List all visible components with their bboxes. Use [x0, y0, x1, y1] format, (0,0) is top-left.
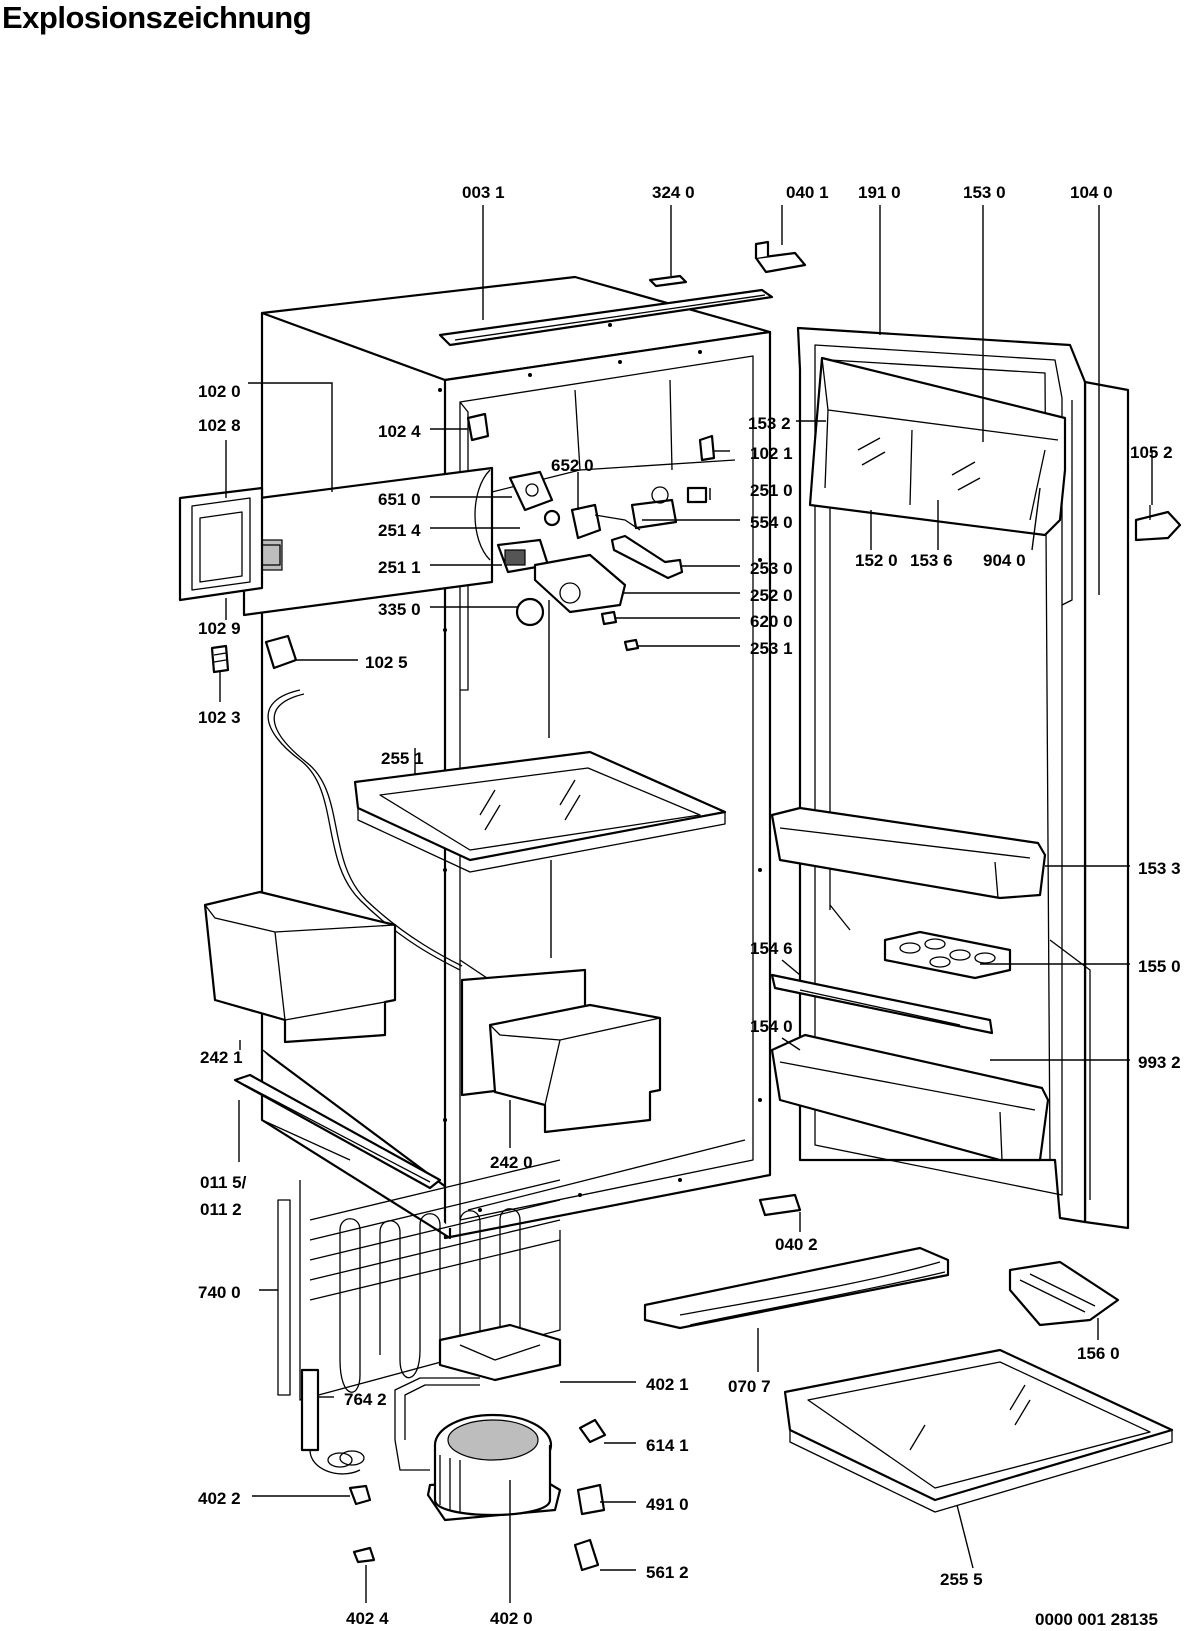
- label-1024: 102 4: [378, 422, 421, 441]
- label-0112: 011 2: [200, 1200, 242, 1219]
- label-0707: 070 7: [728, 1377, 771, 1396]
- label-4022: 402 2: [198, 1489, 241, 1508]
- label-4021: 402 1: [646, 1375, 689, 1394]
- label-7642: 764 2: [344, 1390, 387, 1409]
- label-2420: 242 0: [490, 1153, 533, 1172]
- label-2551: 255 1: [381, 749, 424, 768]
- label-3350: 335 0: [378, 600, 421, 619]
- label-6520: 652 0: [551, 456, 594, 475]
- label-7400: 740 0: [198, 1283, 241, 1302]
- label-1536: 153 6: [910, 551, 953, 570]
- label-1533: 153 3: [1138, 859, 1181, 878]
- control-panel-assembly: [178, 412, 716, 674]
- bracket-0401: [754, 240, 807, 274]
- label-4910: 491 0: [646, 1495, 689, 1514]
- leader-lines: [219, 205, 1153, 1603]
- condenser-and-compressor: [277, 1159, 607, 1572]
- label-2421: 242 1: [200, 1048, 243, 1067]
- label-1029: 102 9: [198, 619, 241, 638]
- label-4024: 402 4: [346, 1609, 389, 1628]
- crisper-drawer-right: [460, 968, 662, 1134]
- label-1020: 102 0: [198, 382, 241, 401]
- label-1532: 153 2: [748, 414, 791, 433]
- top-rail: [438, 288, 774, 347]
- label-2531: 253 1: [750, 639, 793, 658]
- label-2555: 255 5: [940, 1570, 983, 1589]
- label-1910: 191 0: [858, 183, 901, 202]
- label-6510: 651 0: [378, 490, 421, 509]
- label-2510: 251 0: [750, 481, 793, 500]
- label-1560: 156 0: [1077, 1344, 1120, 1363]
- door-assembly: [770, 326, 1182, 1230]
- label-0115: 011 5/: [200, 1173, 247, 1192]
- label-2514: 251 4: [378, 521, 421, 540]
- label-1023: 102 3: [198, 708, 241, 727]
- glass-shelf-lower: [783, 1348, 1174, 1513]
- label-6200: 620 0: [750, 612, 793, 631]
- bracket-0402: [758, 1193, 802, 1217]
- clip-3240: [648, 274, 688, 288]
- cover-strip: [643, 1246, 950, 1330]
- label-1021: 102 1: [750, 444, 793, 463]
- label-9932: 993 2: [1138, 1053, 1181, 1072]
- label-1040: 104 0: [1070, 183, 1113, 202]
- hinge-1052: [1134, 510, 1182, 542]
- label-9040: 904 0: [983, 551, 1026, 570]
- label-2511: 251 1: [378, 558, 421, 577]
- label-1028: 102 8: [198, 416, 241, 435]
- label-1546: 154 6: [750, 939, 793, 958]
- label-1550: 155 0: [1138, 957, 1181, 976]
- label-2520: 252 0: [750, 586, 793, 605]
- front-rail: [233, 1073, 442, 1190]
- glass-shelf-upper: [353, 750, 727, 873]
- label-0402: 040 2: [775, 1235, 818, 1254]
- label-3240: 324 0: [652, 183, 695, 202]
- part-labels: 003 1 324 0 040 1 191 0 153 0 104 0 102 …: [198, 183, 1181, 1628]
- label-5612: 561 2: [646, 1563, 689, 1582]
- ice-tray: [1008, 1260, 1120, 1327]
- label-0031: 003 1: [462, 183, 505, 202]
- label-1052: 105 2: [1130, 443, 1173, 462]
- label-1520: 152 0: [855, 551, 898, 570]
- label-1540: 154 0: [750, 1017, 793, 1036]
- document-number: 0000 001 28135: [1035, 1610, 1158, 1629]
- label-2530: 253 0: [750, 559, 793, 578]
- page-title: Explosionszeichnung: [2, 0, 312, 35]
- label-1025: 102 5: [365, 653, 408, 672]
- label-6141: 614 1: [646, 1436, 689, 1455]
- label-4020: 402 0: [490, 1609, 533, 1628]
- crisper-drawer-left: [203, 890, 397, 1044]
- label-5540: 554 0: [750, 513, 793, 532]
- label-1530: 153 0: [963, 183, 1006, 202]
- label-0401: 040 1: [786, 183, 829, 202]
